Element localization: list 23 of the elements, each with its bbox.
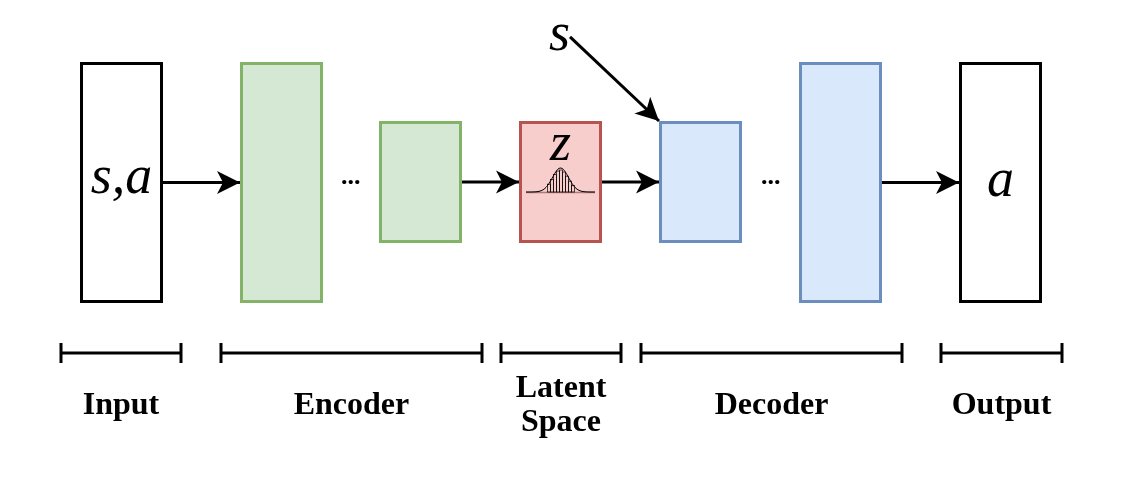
section-label: Encoder xyxy=(293,386,410,420)
decoder-layer xyxy=(659,121,742,243)
arrow xyxy=(462,170,519,194)
ellipsis: ... xyxy=(761,167,781,185)
arrow xyxy=(602,170,659,194)
section-label: Input xyxy=(82,386,160,420)
ellipsis: ... xyxy=(341,167,361,185)
math-variable: a xyxy=(987,153,1014,202)
section-label: Latent Space xyxy=(515,369,607,437)
section-label: Output xyxy=(951,386,1052,420)
output-box xyxy=(959,62,1042,303)
encoder-layer xyxy=(240,62,323,303)
arrow xyxy=(163,171,240,194)
input-box xyxy=(80,62,163,303)
arrow xyxy=(882,171,959,194)
encoder-layer xyxy=(379,121,462,243)
decoder-layer xyxy=(799,62,882,303)
variable-label: s xyxy=(549,8,570,56)
arrow xyxy=(569,35,661,123)
math-variable: z xyxy=(550,125,571,159)
section-label: Decoder xyxy=(714,386,829,420)
math-variable: s,a xyxy=(90,150,153,199)
latent-box xyxy=(519,121,602,243)
